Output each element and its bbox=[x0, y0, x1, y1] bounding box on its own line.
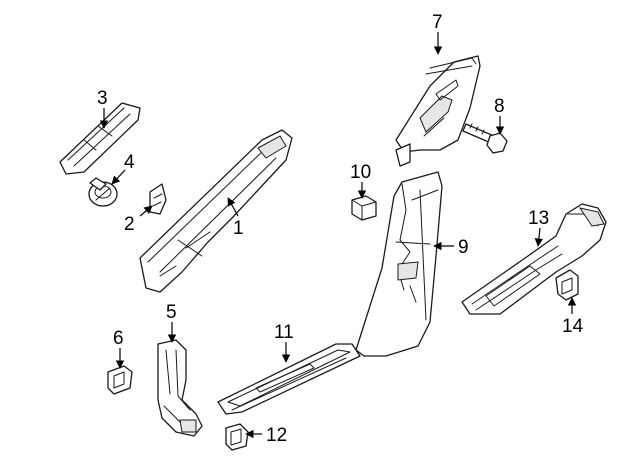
callout-5: 5 bbox=[166, 302, 177, 323]
part-11-scuff-plate bbox=[217, 343, 361, 415]
part-5-lower-trim-bracket bbox=[157, 339, 203, 437]
part-4-push-pin bbox=[88, 177, 118, 207]
callout-9: 9 bbox=[458, 237, 469, 258]
part-2-clip bbox=[149, 183, 167, 215]
part-12-clip bbox=[225, 423, 249, 451]
callout-12: 12 bbox=[266, 425, 287, 446]
part-13-rear-sill-trim bbox=[461, 203, 607, 315]
callout-13: 13 bbox=[528, 208, 549, 229]
callout-2: 2 bbox=[124, 214, 135, 235]
part-7-upper-pillar-trim bbox=[395, 55, 481, 167]
leader-2 bbox=[139, 205, 153, 217]
leader-4 bbox=[111, 169, 126, 185]
part-3-clip-strip bbox=[59, 102, 141, 175]
callout-8: 8 bbox=[494, 96, 505, 117]
callout-11: 11 bbox=[274, 322, 294, 343]
callout-14: 14 bbox=[562, 316, 584, 337]
part-10-block bbox=[351, 195, 377, 221]
callout-1: 1 bbox=[233, 218, 244, 239]
callout-7: 7 bbox=[432, 12, 443, 33]
callout-10: 10 bbox=[350, 162, 371, 183]
callout-3: 3 bbox=[97, 88, 108, 109]
leader-1 bbox=[227, 197, 239, 217]
part-8-bolt bbox=[462, 123, 508, 154]
callout-6: 6 bbox=[113, 328, 124, 349]
part-14-clip bbox=[555, 269, 579, 301]
part-9-lower-pillar-trim bbox=[355, 171, 443, 357]
callout-4: 4 bbox=[124, 152, 135, 173]
leader-13 bbox=[534, 227, 544, 247]
part-1-pillar-trim bbox=[139, 129, 293, 293]
part-6-clip bbox=[107, 365, 133, 395]
